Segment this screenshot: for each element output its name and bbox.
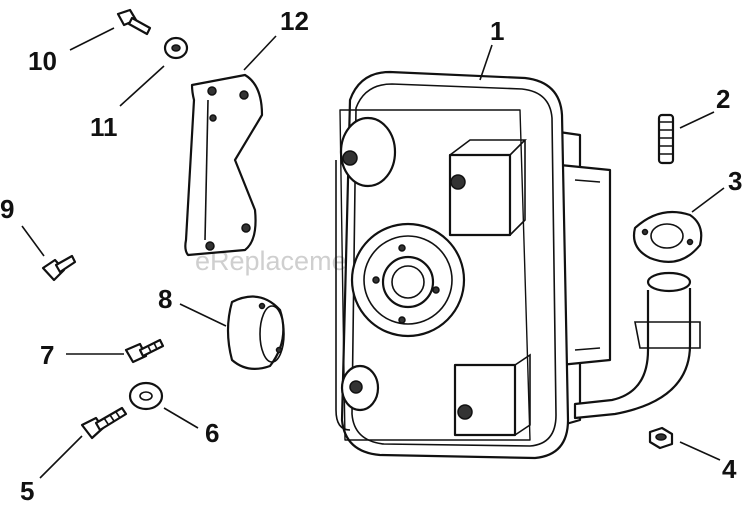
washer-part-11 xyxy=(163,36,189,60)
muffler-body xyxy=(335,70,701,460)
screw-part-7 xyxy=(124,338,165,364)
callout-9: 9 xyxy=(0,194,14,224)
nut-part xyxy=(648,426,674,450)
stud-part xyxy=(657,113,675,165)
callout-12: 12 xyxy=(280,6,309,36)
callout-2: 2 xyxy=(716,84,730,114)
callout-3: 3 xyxy=(728,166,742,196)
washer-part-6 xyxy=(128,381,164,411)
bracket-part xyxy=(184,73,264,257)
callout-4: 4 xyxy=(722,454,737,484)
leader-lines xyxy=(21,27,725,479)
callout-6: 6 xyxy=(205,418,219,448)
callout-1: 1 xyxy=(490,16,504,46)
callout-8: 8 xyxy=(158,284,172,314)
deflector-cap-part xyxy=(226,295,285,371)
callout-10: 10 xyxy=(28,46,57,76)
callout-5: 5 xyxy=(20,476,34,506)
callout-11: 11 xyxy=(90,112,118,142)
callout-7: 7 xyxy=(40,340,54,370)
bolt-part-5 xyxy=(80,406,128,440)
screw-part-9 xyxy=(41,254,77,282)
screw-part-10 xyxy=(116,8,152,36)
gasket-part xyxy=(632,210,703,263)
